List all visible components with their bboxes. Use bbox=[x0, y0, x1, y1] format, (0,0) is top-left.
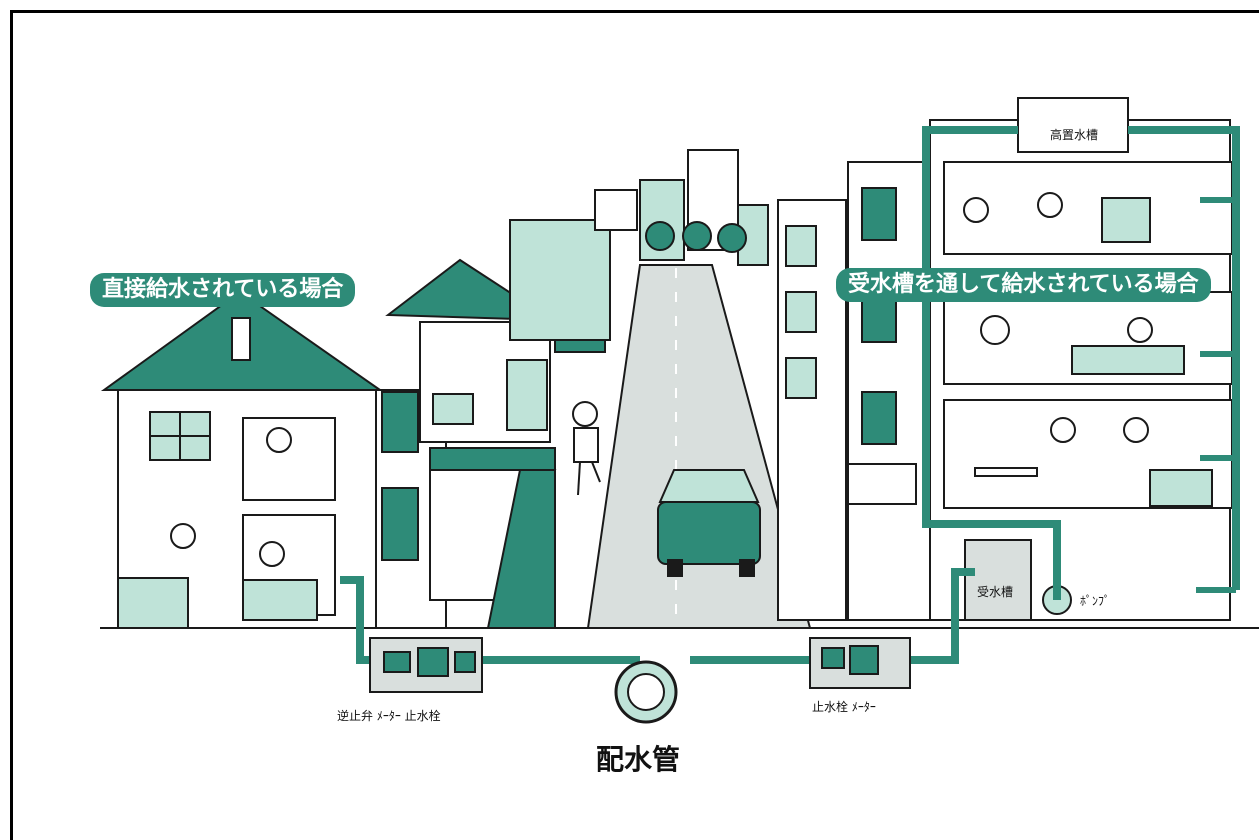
road bbox=[586, 264, 812, 629]
car bbox=[657, 469, 761, 577]
callout-tank-supply: 受水槽を通して給水されている場合 bbox=[836, 268, 1211, 302]
middle-house bbox=[385, 258, 556, 443]
label-left-devices: 逆止弁 ﾒｰﾀｰ 止水栓 bbox=[337, 709, 441, 723]
callout-direct-supply: 直接給水されている場合 bbox=[90, 273, 356, 307]
left-house bbox=[100, 290, 447, 629]
label-receiving-tank: 受水槽 bbox=[977, 585, 1014, 599]
frame-border bbox=[10, 10, 1259, 840]
label-pump: ﾎﾟﾝﾌﾟ bbox=[1080, 594, 1111, 608]
apartment-building bbox=[170, 97, 1233, 621]
right-near-building bbox=[777, 161, 931, 621]
label-elevated-tank: 高置水槽 bbox=[1050, 128, 1099, 142]
child-figure bbox=[572, 401, 601, 496]
label-main-pipe: 配水管 bbox=[596, 743, 681, 776]
label-right-devices: 止水栓 ﾒｰﾀｰ bbox=[812, 700, 876, 714]
back-building bbox=[509, 149, 769, 353]
